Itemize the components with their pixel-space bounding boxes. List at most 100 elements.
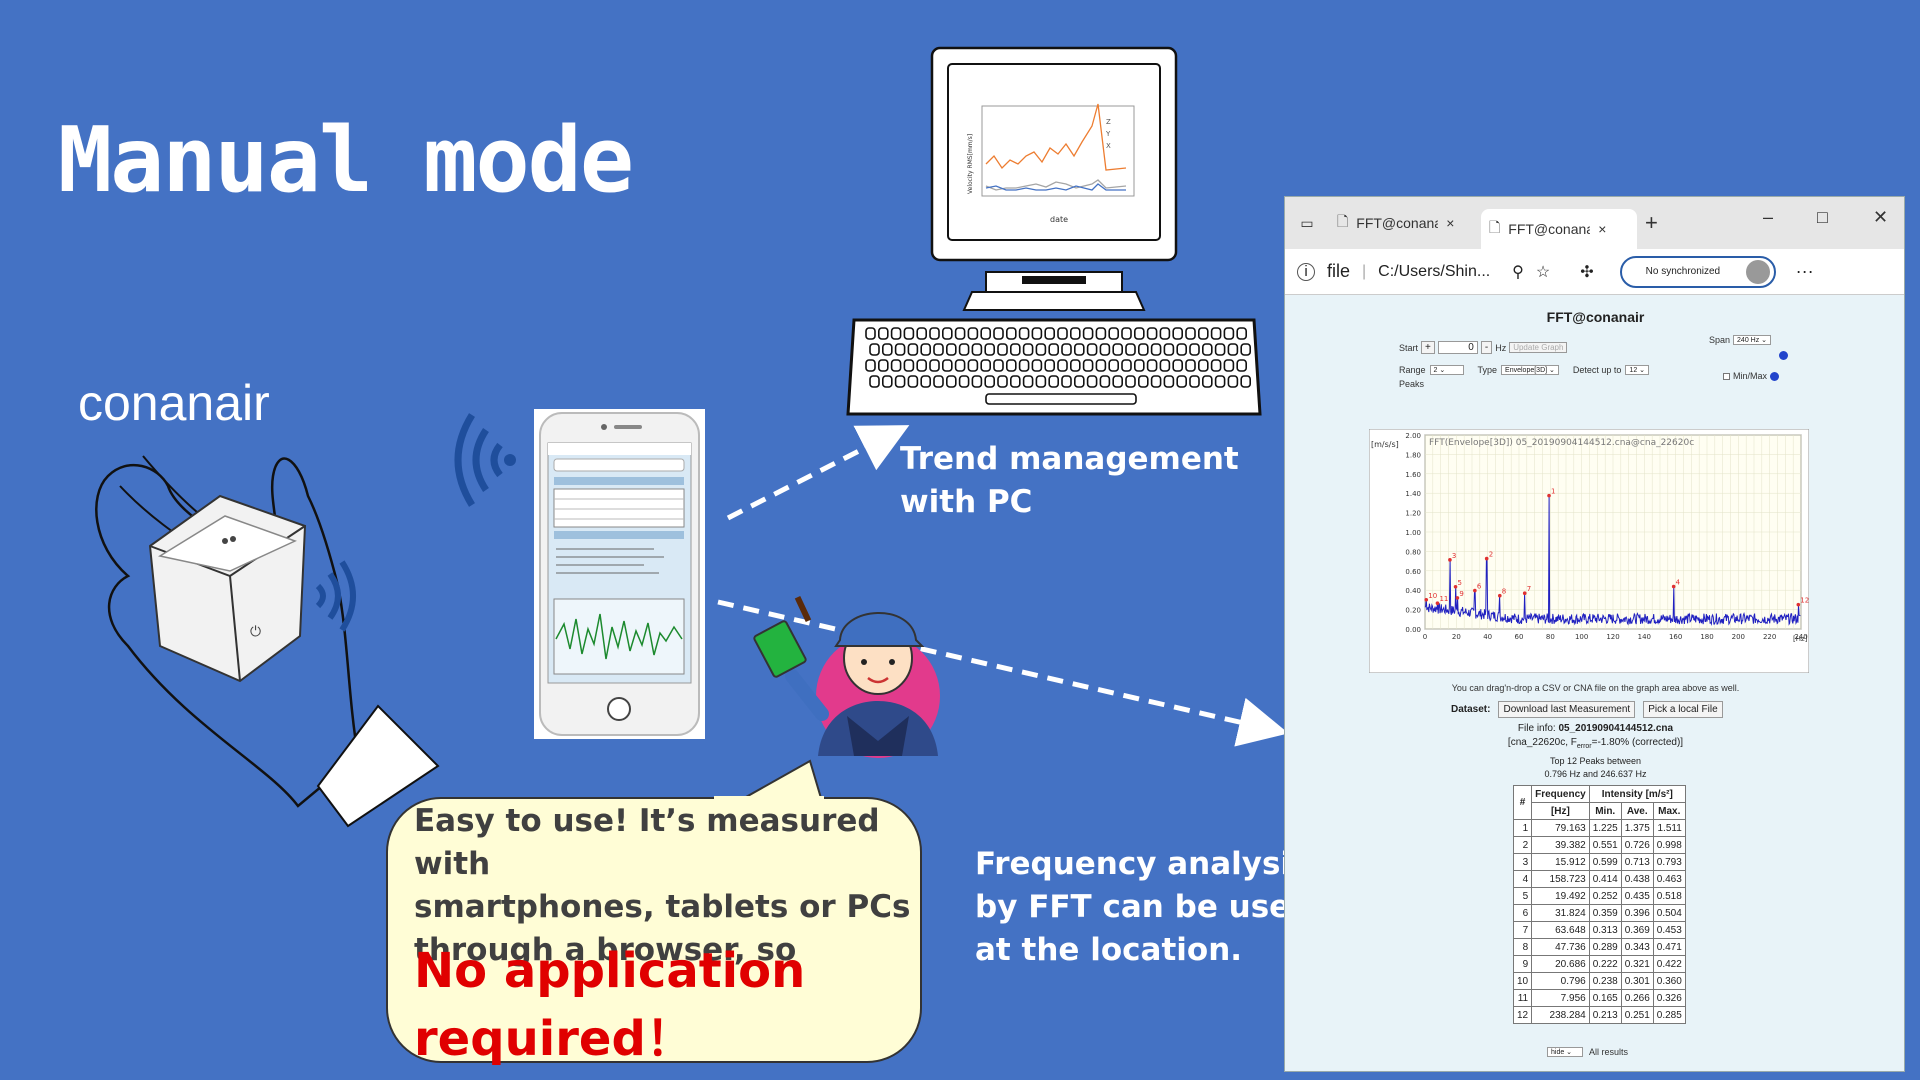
cell-intensity: 0.438: [1620, 870, 1654, 888]
minmax-checkbox[interactable]: [1723, 372, 1730, 380]
keyboard-key: [958, 375, 970, 388]
span-info-icon[interactable]: [1779, 351, 1788, 360]
cell-index: 6: [1512, 904, 1533, 922]
dataset-controls: Dataset: Download last Measurement Pick …: [1451, 701, 1723, 718]
keyboard-key: [1176, 375, 1188, 388]
start-input[interactable]: 0: [1437, 341, 1478, 354]
type-label: Type: [1477, 365, 1498, 375]
keyboard-key: [1137, 375, 1149, 388]
cell-intensity: 0.599: [1588, 853, 1622, 871]
type-select[interactable]: Envelope[3D] ⌄: [1501, 365, 1559, 375]
tab-actions-icon[interactable]: ▭: [1300, 214, 1314, 231]
file-info-label: File info:: [1517, 723, 1556, 734]
cell-intensity: 0.551: [1588, 836, 1622, 854]
keyboard-key: [1010, 343, 1021, 356]
info-icon[interactable]: i: [1297, 262, 1315, 281]
cell-frequency: 63.648: [1531, 921, 1590, 939]
peak-marker: [1671, 584, 1676, 589]
cell-intensity: 1.225: [1588, 819, 1622, 837]
keyboard-key: [907, 343, 919, 356]
new-tab-button[interactable]: +: [1645, 210, 1658, 235]
keyboard-key: [903, 327, 915, 340]
legend-y: Y: [1105, 130, 1111, 138]
cell-intensity: 0.504: [1652, 904, 1686, 922]
download-measurement-button[interactable]: Download last Measurement: [1498, 701, 1636, 718]
address-input[interactable]: C:/Users/Shin...: [1378, 262, 1491, 280]
update-graph-button[interactable]: Update Graph: [1509, 342, 1568, 353]
keyboard-key: [1044, 327, 1055, 340]
peaks-table: # Frequency Intensity [m/s²] [Hz] Min. A…: [1512, 785, 1686, 1024]
keyboard-key: [1210, 359, 1222, 372]
cell-frequency: 20.686: [1531, 955, 1590, 973]
keyboard-key: [993, 359, 1004, 372]
start-minus-button[interactable]: -: [1480, 341, 1493, 354]
chart-xlabel: [Hz]: [1793, 635, 1808, 643]
tab-title: FFT@conanair: [1508, 221, 1590, 237]
keyboard-key: [1070, 359, 1081, 372]
maximize-button[interactable]: □: [1817, 207, 1828, 227]
cell-intensity: 1.375: [1620, 819, 1654, 837]
hide-select[interactable]: hide ⌄: [1547, 1047, 1583, 1057]
tab-inactive[interactable]: 🗋 FFT@conanair ×: [1329, 203, 1481, 243]
y-tick-label: 0.60: [1405, 568, 1421, 576]
sync-button[interactable]: No synchronized: [1619, 255, 1776, 288]
tab-bar: ▭ 🗋 FFT@conanair × 🗋 FFT@conanair × + – …: [1285, 197, 1904, 249]
more-menu-icon[interactable]: ···: [1795, 261, 1814, 281]
keyboard-key: [1125, 375, 1136, 388]
close-window-button[interactable]: ✕: [1873, 207, 1889, 227]
trend-caption: Trend management with PC: [900, 438, 1239, 524]
peak-marker: [1448, 558, 1452, 562]
peak-label: 1: [1551, 488, 1555, 496]
keyboard-key: [933, 343, 944, 356]
keyboard-key: [1061, 343, 1072, 356]
x-tick-label: 220: [1763, 633, 1776, 641]
cell-intensity: 0.422: [1652, 955, 1686, 973]
emphasis-line: required！: [414, 1011, 694, 1067]
range-select[interactable]: 2 ⌄: [1429, 365, 1464, 375]
peak-label: 10: [1428, 592, 1437, 600]
pick-local-file-button[interactable]: Pick a local File: [1643, 701, 1723, 718]
keyboard-key: [1121, 327, 1132, 340]
keyboard-key: [1035, 375, 1047, 388]
keyboard-key: [1172, 359, 1184, 372]
file-detail-text: [cna_22620c, F: [1507, 737, 1577, 748]
start-plus-button[interactable]: +: [1421, 341, 1435, 354]
extensions-icon[interactable]: ✣: [1580, 263, 1594, 281]
x-tick-label: 140: [1638, 633, 1651, 641]
keyboard-key: [967, 359, 979, 372]
cell-frequency: 15.912: [1531, 853, 1590, 871]
monitor-ylabel: Velocity RMS[mm/s]: [967, 134, 974, 194]
close-tab-icon[interactable]: ×: [1446, 215, 1455, 231]
keyboard-key: [1112, 375, 1124, 388]
fft-spectrum-chart[interactable]: 0.000.200.400.600.801.001.201.401.601.80…: [1369, 429, 1809, 673]
range-controls: Range 2 ⌄ Type Envelope[3D] ⌄ Detect up …: [1399, 365, 1650, 375]
cell-intensity: 0.343: [1620, 938, 1654, 956]
tab-active[interactable]: 🗋 FFT@conanair ×: [1481, 209, 1637, 249]
speech-bubble: [386, 797, 922, 1063]
zoom-out-icon[interactable]: ⚲: [1512, 263, 1524, 281]
cell-intensity: 0.222: [1588, 955, 1622, 973]
keyboard-key: [1189, 375, 1200, 388]
detect-select[interactable]: 12 ⌄: [1625, 365, 1650, 375]
close-tab-icon[interactable]: ×: [1598, 221, 1607, 237]
minmax-info-icon[interactable]: [1770, 371, 1780, 381]
minimize-button[interactable]: –: [1763, 207, 1774, 227]
cell-intensity: 0.414: [1588, 870, 1622, 888]
keyboard-key: [1074, 375, 1085, 388]
keyboard-key: [1146, 359, 1158, 372]
cell-frequency: 238.284: [1531, 1006, 1590, 1024]
browser-window: ▭ 🗋 FFT@conanair × 🗋 FFT@conanair × + – …: [1284, 196, 1905, 1072]
keyboard-key: [984, 343, 995, 356]
x-tick-label: 200: [1732, 633, 1745, 641]
peak-label: 3: [1452, 552, 1456, 560]
cell-index: 8: [1512, 938, 1533, 956]
cell-intensity: 0.165: [1588, 989, 1622, 1007]
results-controls: hide ⌄ All results: [1547, 1047, 1628, 1057]
favorite-star-icon[interactable]: ☆: [1535, 263, 1551, 281]
cell-index: 2: [1512, 836, 1533, 854]
peak-label: 12: [1800, 597, 1809, 605]
keyboard-key: [907, 375, 919, 388]
span-select[interactable]: 240 Hz ⌄: [1733, 335, 1772, 345]
